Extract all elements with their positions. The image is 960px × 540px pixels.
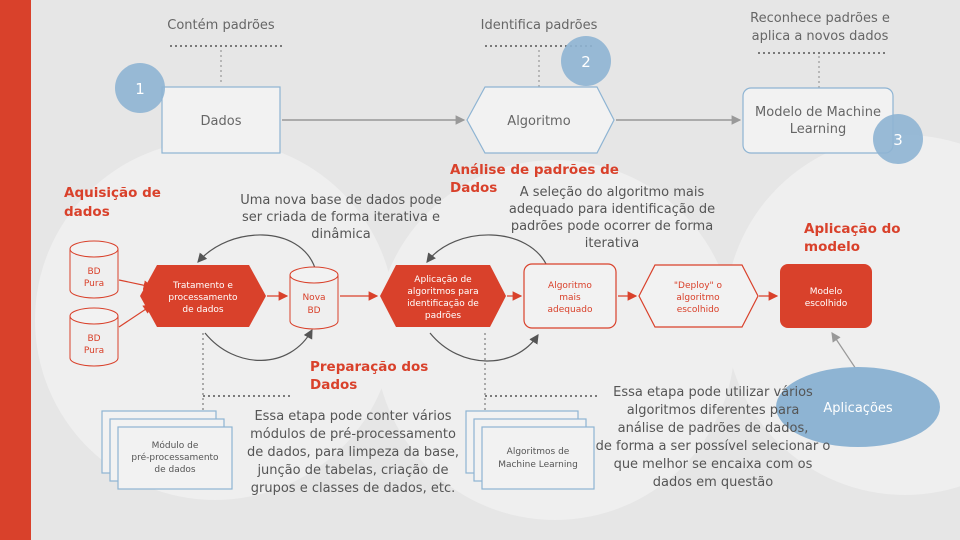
section-aquisicao-line1: Aquisição de [64, 185, 161, 201]
aplicacao-alg-line3: identificação de [407, 299, 479, 309]
algoritmos-ml-stack: Algoritmos de Machine Learning [465, 410, 595, 490]
section-preparacao-line1: Preparação dos [310, 359, 428, 375]
note-reconhece-line2: aplica a novos dados [752, 29, 889, 44]
note-reconhece-line1: Reconhece padrões e [750, 11, 890, 26]
arc-algoritmo-bottom [429, 332, 539, 362]
bd2-label-line1: BD [87, 334, 100, 344]
note-etapa-alg-line5: que melhor se encaixa com os [614, 457, 813, 472]
step-2-number: 2 [581, 53, 591, 71]
step-1-badge [115, 63, 165, 113]
deploy-line3: escolhido [677, 305, 720, 315]
modelo-ml-label-line2: Learning [790, 122, 846, 137]
note-selecao-line3: padrões pode ocorrer de forma [511, 219, 713, 234]
note-nova-base-line1: Uma nova base de dados pode [240, 193, 442, 208]
left-accent-bar [0, 0, 31, 540]
note-etapa-pre-line5: grupos e classes de dados, etc. [251, 481, 455, 496]
note-selecao-line1: A seleção do algoritmo mais [520, 185, 705, 200]
arc-nova-bd-bottom [204, 328, 313, 361]
note-etapa-pre-line4: junção de tabelas, criação de [256, 463, 448, 478]
note-etapa-alg-line6: dados em questão [653, 475, 773, 490]
aplicacoes-label: Aplicações [823, 401, 893, 416]
section-aplicacao-line2: modelo [804, 239, 860, 255]
algoritmos-ml-line2: Machine Learning [498, 460, 578, 470]
deploy-line2: algoritmo [676, 293, 720, 303]
tratamento-line3: de dados [182, 305, 224, 315]
note-etapa-pre-line1: Essa etapa pode conter vários [254, 409, 451, 424]
section-analise-line2: Dados [450, 180, 497, 196]
aplicacao-algoritmos-hexagon [380, 265, 506, 327]
aplicacao-alg-line4: padrões [425, 311, 461, 321]
dados-box [161, 86, 281, 154]
section-analise-line1: Análise de padrões de [450, 162, 619, 178]
note-nova-base-line2: ser criada de forma iterativa e [242, 210, 440, 225]
modulo-preprocessamento-stack: Módulo de pré-processamento de dados [101, 410, 233, 490]
note-contem-padroes: Contém padrões [167, 18, 275, 33]
note-selecao-line4: iterativa [585, 236, 639, 251]
aplicacao-alg-line1: Aplicação de [414, 275, 472, 285]
nova-bd-line2: BD [307, 306, 320, 316]
deploy-line1: "Deploy" o [674, 281, 723, 291]
arc-algoritmo-top [426, 234, 549, 269]
section-preparacao-line2: Dados [310, 377, 357, 393]
modelo-ml-box [742, 87, 894, 154]
modulo-line3: de dados [154, 465, 196, 475]
dados-label: Dados [201, 114, 242, 129]
modelo-ml-label-line1: Modelo de Machine [755, 105, 881, 120]
section-aplicacao-line1: Aplicação do [804, 221, 901, 237]
note-identifica-padroes: Identifica padrões [481, 18, 598, 33]
note-etapa-pre-line3: de dados, para limpeza da base, [247, 445, 459, 460]
nova-bd-line1: Nova [302, 293, 325, 303]
alg-adequado-line1: Algoritmo [548, 281, 592, 291]
bd2-label-line2: Pura [84, 346, 104, 356]
modelo-escolhido-box [780, 264, 872, 328]
note-etapa-alg-line1: Essa etapa pode utilizar vários [613, 385, 813, 400]
algoritmo-hexagon [466, 86, 615, 154]
aplicacao-alg-line2: algoritmos para [407, 287, 478, 297]
step-3-number: 3 [893, 131, 903, 149]
bd1-label-line1: BD [87, 267, 100, 277]
note-etapa-alg-line3: análise de padrões de dados, [618, 421, 809, 436]
modulo-line2: pré-processamento [131, 452, 219, 463]
bd-pura-cylinder-2: BD Pura [69, 307, 119, 367]
alg-adequado-line3: adequado [548, 305, 593, 315]
modelo-escolhido-line2: escolhido [805, 299, 848, 309]
arc-nova-bd-top [197, 234, 316, 269]
note-etapa-pre-line2: módulos de pré-processamento [250, 427, 456, 442]
note-selecao-line2: adequado para identificação de [509, 202, 715, 217]
modulo-line1: Módulo de [152, 440, 199, 451]
step-3-badge [873, 114, 923, 164]
modelo-escolhido-line1: Modelo [810, 287, 843, 297]
deploy-hexagon [638, 264, 759, 328]
tratamento-hexagon [140, 265, 266, 327]
step-1-number: 1 [135, 80, 145, 98]
section-aquisicao-line2: dados [64, 204, 110, 220]
aplicacoes-ellipse [776, 367, 940, 447]
tratamento-line2: processamento [168, 293, 238, 303]
note-nova-base-line3: dinâmica [311, 227, 370, 242]
arrow-aplicacoes-modelo [831, 332, 859, 373]
algoritmos-ml-line1: Algoritmos de [507, 447, 570, 457]
bd1-label-line2: Pura [84, 279, 104, 289]
alg-adequado-line2: mais [559, 293, 581, 303]
arrow-bd2-tratamento [118, 304, 153, 328]
algoritmo-label: Algoritmo [507, 114, 570, 129]
note-etapa-alg-line2: algoritmos diferentes para [627, 403, 800, 418]
venn-circle-middle [375, 160, 735, 520]
note-etapa-alg-line4: de forma a ser possível selecionar o [596, 439, 831, 454]
step-2-badge [561, 36, 611, 86]
bd-pura-cylinder-1: BD Pura [69, 240, 119, 299]
nova-bd-cylinder: Nova BD [289, 266, 339, 330]
tratamento-line1: Tratamento e [172, 281, 233, 291]
algoritmo-adequado-box [523, 263, 617, 329]
